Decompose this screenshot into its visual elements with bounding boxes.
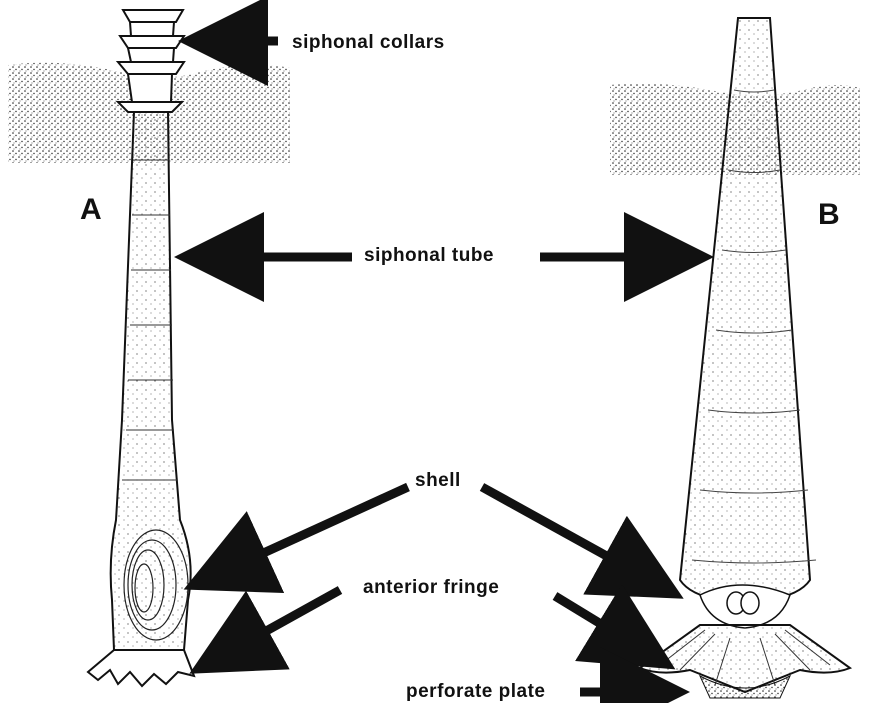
label-shell: shell [415, 471, 461, 490]
specimen-b-letter: B [818, 200, 840, 230]
label-siphonal-collars: siphonal collars [292, 33, 445, 52]
specimen-a-letter: A [80, 195, 102, 225]
arrow-shell-right [482, 487, 668, 590]
label-perforate-plate: perforate plate [406, 682, 545, 701]
label-siphonal-tube: siphonal tube [364, 246, 494, 265]
shell-b [700, 585, 790, 628]
anterior-fringe-a [88, 650, 194, 686]
siphonal-tube-a [111, 112, 191, 650]
arrow-fringe-right [555, 596, 660, 660]
label-anterior-fringe: anterior fringe [363, 578, 499, 597]
arrow-fringe-left [205, 590, 340, 665]
anterior-fringe-b [640, 625, 850, 692]
arrow-shell-left [200, 487, 408, 582]
